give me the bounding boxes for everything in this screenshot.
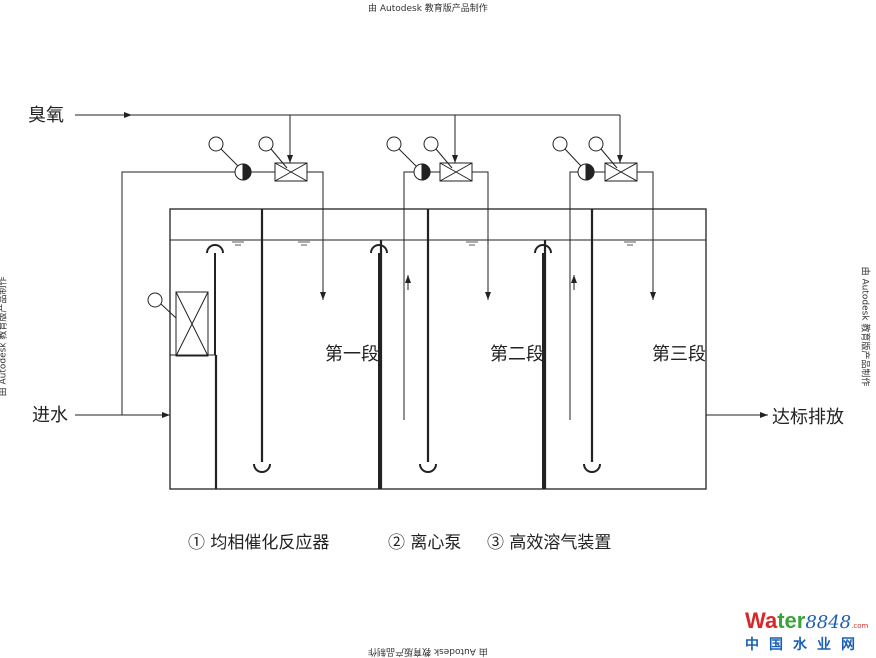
inlet-label: 进水	[32, 405, 68, 426]
outlet-label: 达标排放	[772, 407, 844, 428]
reactor-unit	[147, 291, 209, 357]
watermark-right: 由 Autodesk 教育版产品制作	[859, 266, 870, 387]
flow-arrows	[206, 244, 601, 489]
ozone-label: 臭氧	[28, 105, 64, 126]
legend-item-reactor: ① 均相催化反应器	[188, 533, 330, 553]
stage3-label: 第三段	[652, 344, 706, 365]
piping	[75, 112, 768, 420]
water-level-symbols	[232, 241, 636, 246]
water8848-logo: Water8848.com 中国水业网	[745, 608, 869, 653]
watermark-bottom: 由 Autodesk 教育版产品制作	[368, 646, 488, 656]
tank	[169, 208, 707, 490]
legend-item-pump: ② 离心泵	[388, 533, 462, 553]
watermark-top: 由 Autodesk 教育版产品制作	[368, 4, 488, 14]
stage2-label: 第二段	[490, 344, 544, 365]
watermark-left: 由 Autodesk 教育版产品制作	[0, 276, 9, 397]
stage1-label: 第一段	[325, 344, 379, 365]
legend-item-dissolver: ③ 高效溶气装置	[487, 533, 612, 553]
pumps-and-dissolvers	[208, 136, 638, 182]
partitions	[214, 209, 594, 489]
